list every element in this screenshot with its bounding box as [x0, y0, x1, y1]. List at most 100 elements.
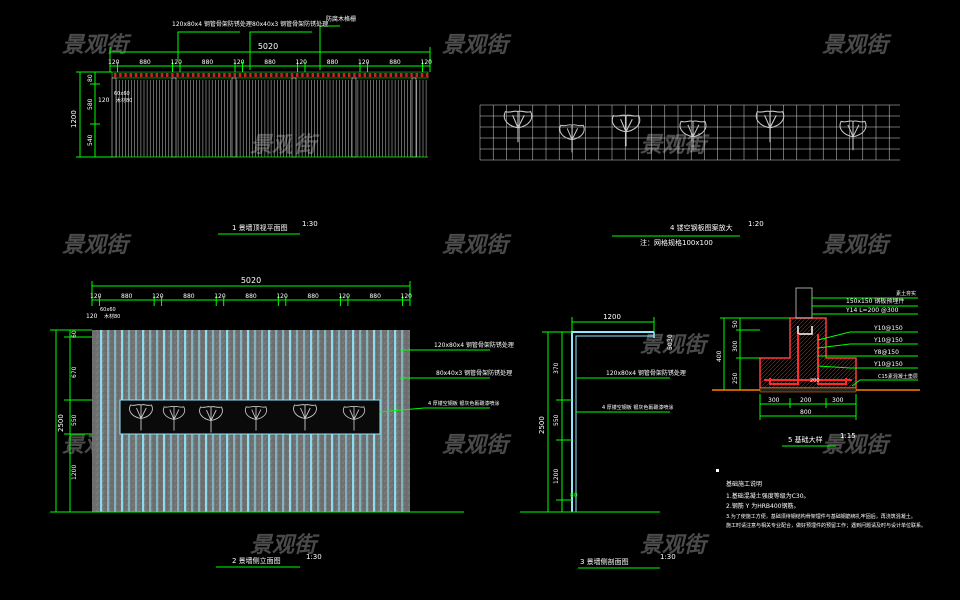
- fdn-scale: 1:15: [840, 432, 856, 440]
- ginkgo-leaf-icon: [839, 120, 867, 151]
- section-height-total: 2500: [538, 416, 546, 434]
- fdn-vdim-2: 300: [732, 340, 739, 352]
- fdn-label-1: 素土夯实: [896, 290, 916, 297]
- segment-dim-label: 120: [108, 59, 120, 66]
- fdn-label-8: C15素混凝土垫层: [878, 373, 918, 380]
- elev-title: 2 景墙侧立面图: [232, 556, 281, 565]
- elev-height-1: 60: [71, 330, 78, 338]
- elev-height-4: 1200: [71, 465, 78, 480]
- segment-dim-label: 120: [171, 59, 183, 66]
- ginkgo-leaf-icon: [559, 124, 585, 153]
- segment-dim-label: 120: [401, 293, 413, 300]
- plan-small-dim-2: 120: [98, 97, 110, 104]
- ginkgo-leaf-icon: [755, 110, 785, 143]
- segment-dim-label: 120: [358, 59, 370, 66]
- watermark-text: 景观街: [250, 533, 320, 558]
- watermark-text: 景观街: [640, 133, 710, 158]
- plan-scale: 1:30: [302, 220, 318, 228]
- fdn-title: 5 基础大样: [788, 435, 823, 444]
- segment-dim-label: 120: [233, 59, 245, 66]
- plan-total-dim: 5020: [258, 42, 278, 51]
- watermark-text: 景观街: [442, 233, 512, 258]
- fdn-label-5: Y10@150: [873, 337, 903, 344]
- elev-scale: 1:30: [306, 553, 322, 561]
- plan-small-dim-1: 60x60: [114, 91, 130, 97]
- fdn-inner-dim: 200: [810, 378, 820, 384]
- notes-item-4: 施工时请注意与相关专业配合，做好预埋件的预留工作；遇到问题请及时与设计单位联系。: [726, 522, 926, 529]
- plan-side-dim-1: 80: [87, 74, 94, 82]
- fdn-vdim-3: 400: [716, 350, 723, 362]
- watermark-text: 景观街: [62, 33, 132, 58]
- construction-notes: 基础施工说明 1.基础混凝土强度等级为C30。 2.钢筋 Y 为HRB400钢筋…: [716, 469, 926, 529]
- elev-height-total: 2500: [57, 414, 65, 432]
- watermark-text: 景观街: [822, 233, 892, 258]
- watermark-text: 景观街: [822, 33, 892, 58]
- notes-item-1: 1.基础混凝土强度等级为C30。: [726, 492, 810, 500]
- fdn-label-4: Y10@150: [873, 325, 903, 332]
- plan-side-dim-2: 580: [87, 98, 94, 110]
- plan-small-dim-3: 木材80: [116, 97, 132, 104]
- segment-dim-label: 880: [183, 293, 195, 300]
- fdn-vdim-1: 50: [732, 320, 739, 328]
- segment-dim-label: 120: [276, 293, 288, 300]
- fdn-label-6: Y8@150: [873, 349, 899, 356]
- section-dim-4: 80: [570, 492, 578, 499]
- elev-callout-1: 120x80x4 钢管骨架防锈处理: [434, 341, 514, 349]
- segment-dim-label: 120: [296, 59, 308, 66]
- notes-item-3: 3.为了使施工方便，基础须待钢结构骨架埋件与基础钢筋绑扎牢固后，再浇筑混凝土。: [726, 513, 916, 520]
- ginkgo-leaf-icon: [611, 114, 641, 147]
- screen-title: 4 镂空钢板图案放大: [670, 223, 733, 232]
- fdn-btotal: 800: [800, 409, 812, 416]
- section-dim-2: 550: [553, 414, 560, 426]
- segment-dim-label: 880: [139, 59, 151, 66]
- elev-callout-3: 4 厚镂空钢板 银灰色氟碳漆喷涂: [428, 400, 499, 407]
- elev-small-dim-3: 木材80: [104, 313, 120, 320]
- elev-small-dim-2: 120: [86, 313, 98, 320]
- fdn-vdim-4: 250: [732, 372, 739, 384]
- plan-callout-2: 80x40x3 钢管骨架防锈处理: [252, 20, 328, 28]
- watermark-text: 景观街: [62, 233, 132, 258]
- section-callout-2: 4 厚镂空钢板 银灰色氟碳漆喷涂: [602, 404, 673, 411]
- plan-side-dim-3: 540: [87, 134, 94, 146]
- segment-dim-label: 120: [152, 293, 164, 300]
- notes-item-2: 2.钢筋 Y 为HRB400钢筋。: [726, 502, 799, 510]
- segment-dim-label: 120: [214, 293, 226, 300]
- fdn-bdim-1: 300: [768, 397, 780, 404]
- section-top-dim: 1200: [603, 313, 621, 321]
- section-scale: 1:30: [660, 553, 676, 561]
- segment-dim-label: 120: [421, 59, 433, 66]
- section-callout-1: 120x80x4 钢管骨架防锈处理: [606, 369, 686, 377]
- segment-dim-label: 880: [121, 293, 133, 300]
- section-corner-2: 50: [667, 342, 674, 350]
- plan-view: 120x80x4 钢管骨架防锈处理 80x40x3 钢管骨架防锈处理 防腐木格栅…: [70, 15, 432, 235]
- section-corner-1: 30: [667, 334, 674, 342]
- segment-dim-label: 120: [338, 293, 350, 300]
- plan-callout-3: 防腐木格栅: [326, 15, 356, 23]
- fdn-label-3: Y14 L=200 @300: [845, 307, 899, 314]
- screen-pattern-view: 4 镂空钢板图案放大 1:20 注：网格规格100x100: [479, 104, 900, 247]
- ginkgo-leaf-icon: [503, 110, 533, 143]
- elev-height-2: 670: [71, 366, 78, 378]
- fdn-bdim-2: 200: [800, 397, 812, 404]
- elev-small-dim-1: 60x60: [100, 307, 116, 313]
- fdn-label-7: Y10@150: [873, 361, 903, 368]
- fdn-label-2: 150x150 钢板预埋件: [846, 297, 904, 305]
- segment-dim-label: 880: [264, 59, 276, 66]
- segment-dim-label: 120: [90, 293, 102, 300]
- watermark-text: 景观街: [640, 533, 710, 558]
- elev-callout-2: 80x40x3 钢管骨架防锈处理: [436, 369, 512, 377]
- segment-dim-label: 880: [202, 59, 214, 66]
- section-dim-1: 370: [553, 362, 560, 374]
- segment-dim-label: 880: [245, 293, 257, 300]
- plan-callout-1: 120x80x4 钢管骨架防锈处理: [172, 20, 252, 28]
- elev-segment-dims: 120 880 120 880 120 880 120 880 120 880 120: [90, 293, 412, 306]
- watermark-text: 景观街: [442, 433, 512, 458]
- plan-title: 1 景墙顶视平面图: [232, 223, 288, 232]
- watermark-text: 景观街: [442, 33, 512, 58]
- fdn-bdim-3: 300: [832, 397, 844, 404]
- segment-dim-label: 880: [307, 293, 319, 300]
- segment-dim-label: 880: [369, 293, 381, 300]
